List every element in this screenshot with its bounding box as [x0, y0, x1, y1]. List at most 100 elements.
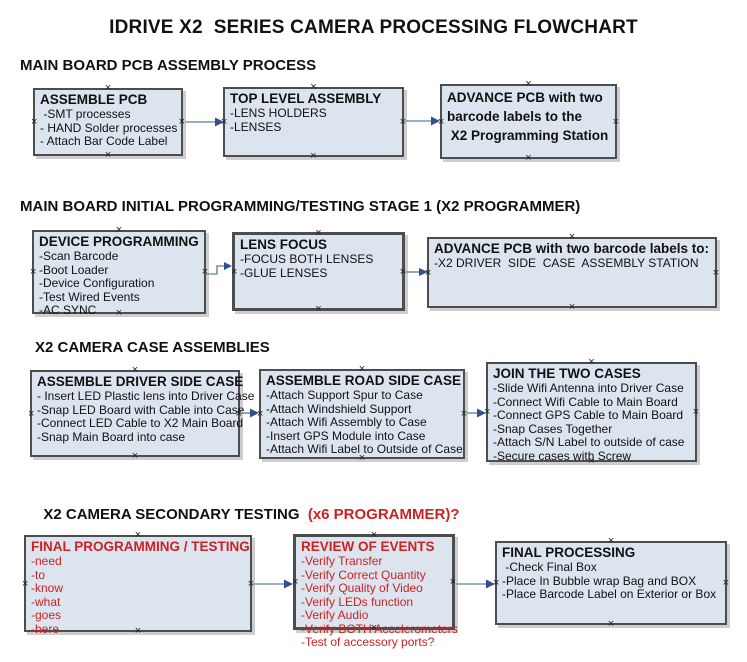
- connection-handle-left: ×: [231, 265, 238, 278]
- box-item: -AC SYNC: [39, 303, 97, 317]
- box-item: - Attach Bar Code Label: [40, 134, 168, 148]
- box-item: -Connect GPS Cable to Main Board: [493, 408, 684, 422]
- box-item: -Place In Bubble wrap Bag and BOX: [502, 573, 697, 588]
- box-item: -Test Wired Events: [39, 289, 140, 304]
- box-item: -LENS HOLDERS: [230, 106, 327, 120]
- box-item: -Verify LEDs function: [301, 594, 414, 609]
- connection-handle-left: ×: [221, 116, 228, 128]
- box-item: -Attach Wifi Label to Outside of Case: [266, 442, 463, 456]
- box-item: -Connect Wifi Cable to Main Board: [493, 394, 678, 409]
- connection-handle-right: ×: [178, 116, 185, 128]
- box-item-overflow: -Test of accessory ports?: [301, 635, 435, 649]
- box-item: -Verify Quality of Video: [301, 581, 423, 595]
- box-review-of-events[interactable]: × × REVIEW OF EVENTS -Verify Transfer -V…: [292, 534, 458, 649]
- connection-handle-left: ×: [292, 576, 299, 588]
- section-header-red-part: (x6 PROGRAMMER)?: [299, 506, 460, 523]
- flow-elbow-arrow-icon: [206, 262, 232, 275]
- flow-arrow-icon: [466, 408, 486, 418]
- box-device-programming[interactable]: × × DEVICE PROGRAMMING -Scan Barcode -Bo…: [30, 230, 208, 317]
- connection-handle-left: ×: [22, 577, 29, 590]
- box-title: ASSEMBLE ROAD SIDE CASE: [266, 373, 462, 388]
- box-final-processing[interactable]: × × FINAL PROCESSING -Check Final Box -P…: [493, 541, 729, 625]
- connection-handle-left: ×: [31, 116, 38, 128]
- box-item: -Snap LED Board with Cable into Case: [37, 402, 245, 417]
- section-header-black-part: X2 CAMERA SECONDARY TESTING: [43, 506, 300, 523]
- box-final-programming-testing[interactable]: × × FINAL PROGRAMMING / TESTING -need -t…: [22, 535, 254, 635]
- box-item: -Snap Main Board into case: [37, 429, 186, 444]
- box-item: - Insert LED Plastic lens into Driver Ca…: [37, 389, 255, 403]
- box-item: -Insert GPS Module into Case: [266, 428, 426, 443]
- box-item: -Verify Correct Quantity: [301, 567, 426, 582]
- box-line: ADVANCE PCB with two: [447, 90, 603, 105]
- connection-handle-left: ×: [28, 407, 35, 420]
- flow-arrow-icon: [253, 579, 293, 589]
- box-item: -Attach Support Spur to Case: [266, 388, 423, 402]
- box-join-the-two-cases[interactable]: × × JOIN THE TWO CASES -Slide Wifi Anten…: [484, 362, 699, 463]
- box-assemble-pcb[interactable]: × × ASSEMBLE PCB -SMT processes - HAND S…: [31, 88, 185, 156]
- box-item: -know: [31, 581, 64, 595]
- connection-handle-left: ×: [30, 266, 37, 278]
- connection-handle-right: ×: [399, 265, 406, 278]
- box-advance-pcb-case-station[interactable]: × × ADVANCE PCB with two barcode labels …: [425, 237, 719, 308]
- box-title: FINAL PROGRAMMING / TESTING: [31, 539, 250, 554]
- box-item: -Slide Wifi Antenna into Driver Case: [493, 381, 684, 395]
- connection-handle-right: ×: [247, 577, 254, 590]
- connection-handle-right: ×: [612, 115, 619, 128]
- box-advance-pcb-programming-station[interactable]: × × ADVANCE PCB with two barcode labels …: [438, 84, 619, 159]
- box-item: -Check Final Box: [502, 560, 597, 574]
- section-header-pcb-assembly: MAIN BOARD PCB ASSEMBLY PROCESS: [20, 57, 317, 74]
- box-item: -Secure cases with Screw: [493, 448, 632, 463]
- connection-handle-right: ×: [460, 408, 467, 420]
- box-title: ADVANCE PCB with two barcode labels to:: [434, 241, 710, 256]
- box-title: ASSEMBLE PCB: [40, 92, 148, 107]
- box-item: -SMT processes: [40, 107, 131, 121]
- box-item: -Attach Windshield Support: [266, 401, 412, 416]
- box-item: -Connect LED Cable to X2 Main Board: [37, 416, 244, 430]
- connection-handle-right: ×: [399, 116, 406, 128]
- flow-arrow-icon: [456, 579, 495, 589]
- box-item: -Boot Loader: [39, 262, 109, 277]
- section-header-initial-programming: MAIN BOARD INITIAL PROGRAMMING/TESTING S…: [20, 198, 581, 215]
- connection-handle-left: ×: [484, 406, 491, 418]
- connection-handle-right: ×: [235, 407, 242, 420]
- section-header-secondary-testing: X2 CAMERA SECONDARY TESTING (x6 PROGRAMM…: [35, 489, 460, 523]
- box-item: -goes: [31, 608, 62, 622]
- box-item: -Place Barcode Label on Exterior or Box: [502, 587, 717, 601]
- box-item: -what: [31, 594, 61, 609]
- box-item: -X2 DRIVER SIDE CASE ASSEMBLY STATION: [434, 256, 699, 270]
- box-item: -to: [31, 567, 46, 582]
- box-item: -Verify Audio: [301, 608, 369, 622]
- connection-handle-left: ×: [493, 577, 500, 589]
- box-assemble-road-side-case[interactable]: × × ASSEMBLE ROAD SIDE CASE -Attach Supp…: [257, 369, 467, 459]
- flow-arrow-icon: [405, 268, 428, 276]
- box-item: -Verify BOTH Accelerometers: [301, 621, 458, 636]
- box-lens-focus[interactable]: × × LENS FOCUS -FOCUS BOTH LENSES -GLUE …: [231, 232, 406, 311]
- box-top-level-assembly[interactable]: × × TOP LEVEL ASSEMBLY -LENS HOLDERS -LE…: [221, 87, 406, 157]
- box-title: TOP LEVEL ASSEMBLY: [230, 91, 382, 106]
- connection-handle-right: ×: [712, 266, 719, 279]
- box-title: LENS FOCUS: [240, 237, 328, 252]
- box-item: -Attach S/N Label to outside of case: [493, 435, 685, 449]
- connection-handle-right: ×: [449, 576, 456, 588]
- box-item: -Scan Barcode: [39, 249, 119, 263]
- box-item: -FOCUS BOTH LENSES: [240, 252, 374, 266]
- box-title: DEVICE PROGRAMMING: [39, 234, 199, 249]
- box-assemble-driver-side-case[interactable]: × × ASSEMBLE DRIVER SIDE CASE - Insert L…: [28, 370, 255, 457]
- box-line: X2 Programming Station: [447, 128, 609, 143]
- connection-handle-right: ×: [722, 577, 729, 589]
- flow-arrow-icon: [185, 117, 224, 127]
- box-item: -need: [31, 554, 62, 568]
- connection-handle-left: ×: [425, 266, 432, 279]
- box-item: -Device Configuration: [39, 276, 155, 290]
- flow-arrow-icon: [240, 408, 259, 418]
- box-item: -Snap Cases Together: [493, 421, 613, 436]
- box-title: REVIEW OF EVENTS: [301, 539, 435, 554]
- box-item: -GLUE LENSES: [240, 265, 328, 280]
- box-item: -here: [31, 621, 60, 636]
- section-header-case-assemblies: X2 CAMERA CASE ASSEMBLIES: [35, 339, 270, 356]
- connection-handle-left: ×: [438, 115, 445, 128]
- page-title: IDRIVE X2 SERIES CAMERA PROCESSING FLOWC…: [109, 17, 638, 38]
- connection-handle-left: ×: [257, 408, 264, 420]
- connection-handle-right: ×: [201, 266, 208, 278]
- flow-arrow-icon: [405, 116, 440, 126]
